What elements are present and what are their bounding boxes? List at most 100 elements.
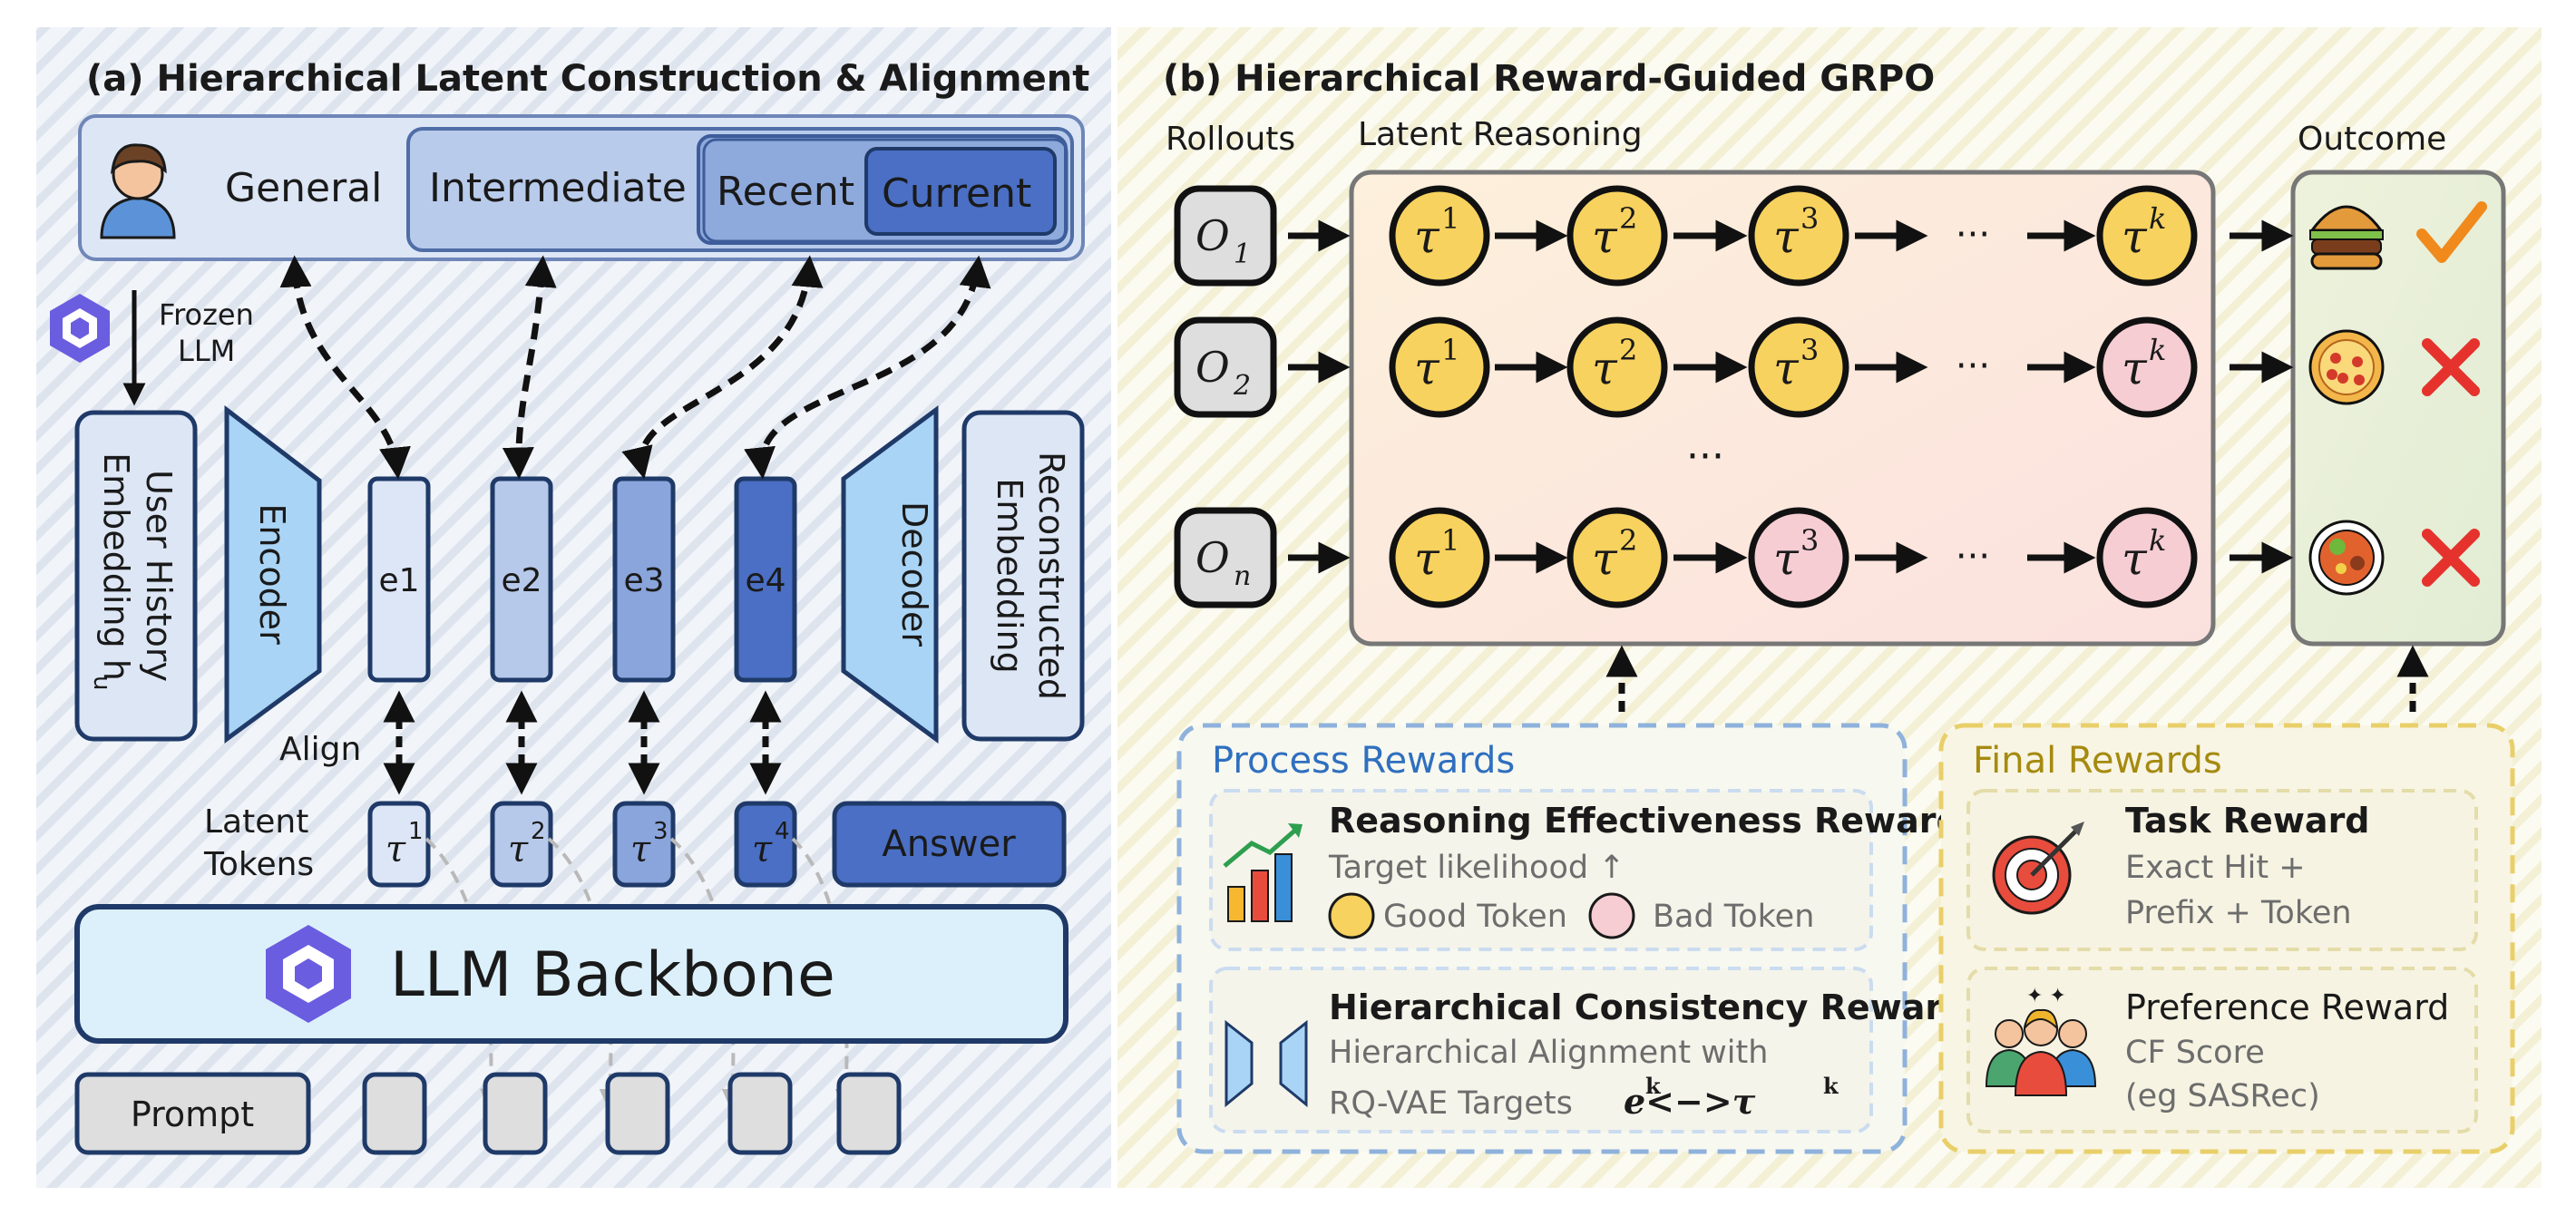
target-icon [1992,822,2084,915]
level-general: General [225,165,382,211]
reasoning-token-superscript: 1 [1441,201,1459,236]
reasoning-token-tau: τ [1592,532,1618,585]
answer-box: Answer [832,801,1067,888]
reasoning-token-tau: τ [2122,342,2148,394]
latent-tokens-label-1: Latent [204,803,308,841]
reasoning-token-good [1748,185,1849,287]
consistency-reward-title: Hierarchical Consistency Reward [1329,987,1966,1027]
reward-feedback-arrows [1605,645,2429,712]
latent-token-4 [734,801,797,888]
input-token-2 [483,1072,548,1155]
latent-tau-4: τ [752,829,773,870]
reasoning-token-good [1566,316,1668,418]
group-users-icon: ✦ ✦ [1985,985,2097,1096]
reasoning-token-superscript: k [2149,333,2166,367]
good-token-legend-label: Good Token [1383,899,1567,935]
frozen-llm-label-1: Frozen [159,297,254,332]
reasoning-token-superscript: 2 [1619,333,1637,367]
reasoning-token-superscript: 2 [1619,523,1637,558]
panel-b-title: (b) Hierarchical Reward-Guided GRPO [1163,58,1935,100]
frozen-llm-label-2: LLM [178,334,235,368]
llm-backbone: LLM Backbone [74,904,1068,1044]
rollouts-label: Rollouts [1166,121,1295,158]
salad-icon [2308,520,2385,596]
consistency-formula: e<−>τ [1624,1081,1756,1122]
latent-tau-sup-1: 1 [408,818,424,845]
prompt-box [74,1072,311,1155]
reasoning-token-tau: τ [2122,532,2148,585]
reasoning-token-tau: τ [1592,342,1618,394]
rollout-subscript: n [1234,560,1251,592]
final-rewards-panel: Final Rewards Task Reward Exact Hit + Pr… [1938,723,2515,1154]
user-history-line-2: Embedding h [96,452,136,681]
user-avatar-icon [100,143,176,239]
sparkle-icon: ✦ ✦ [2026,985,2066,1007]
user-history-line-1: User History [139,470,179,682]
burger-icon [2309,205,2384,270]
align-label: Align [279,731,361,768]
cross-icon [2422,529,2480,587]
reconstructed-line-1: Reconstructed [1031,452,1071,700]
autoregressive-arrows [424,837,857,1112]
rollout-symbol: O [1195,533,1230,582]
reasoning-ellipsis: ··· [1956,536,1990,578]
latent-tau-3: τ [630,829,651,870]
reasoning-token-good [1748,316,1849,418]
code-to-level-arrows [279,255,991,480]
check-icon [2416,201,2487,263]
reasoning-token-good [1389,507,1490,608]
preference-reward-line1: CF Score [2125,1035,2265,1071]
reasoning-token-superscript: 1 [1441,333,1459,367]
reasoning-token-tau: τ [1414,210,1440,263]
latent-tau-2: τ [508,829,529,870]
reasoning-token-good [1389,185,1490,287]
rollout-symbol: O [1195,343,1230,392]
level-intermediate: Intermediate [429,165,687,211]
user-history-embedding: User History Embedding h u [74,410,198,742]
rollout-box [1174,185,1277,287]
reasoning-token-bad [2096,316,2198,418]
latent-token-1 [367,801,431,888]
reconstructed-line-2: Embedding [990,478,1029,674]
encoder-decoder-icon [1225,1019,1308,1108]
effectiveness-reward-title: Reasoning Effectiveness Reward [1329,801,1961,841]
latent-tau-1: τ [385,829,406,870]
level-recent: Recent [717,169,854,215]
task-reward-line2: Prefix + Token [2125,895,2352,931]
task-reward-line1: Exact Hit + [2125,850,2306,886]
reasoning-token-tau: τ [2122,210,2148,263]
cross-icon [2422,338,2480,396]
panel-b: (b) Hierarchical Reward-Guided GRPO Roll… [1117,27,2542,1188]
effectiveness-reward-card [1209,789,1873,951]
user-hierarchy-box: General Intermediate Recent Current [78,114,1085,261]
latent-reasoning-label: Latent Reasoning [1358,116,1643,153]
consistency-reward-card [1209,967,1873,1133]
reasoning-token-bad [2096,507,2198,608]
qwen-logo-large-icon [266,925,351,1023]
latent-tau-sup-4: 4 [775,818,790,845]
reasoning-ellipsis: ··· [1956,345,1990,387]
reasoning-token-superscript: k [2149,523,2166,558]
code-e1-label: e1 [378,562,419,599]
input-token-3 [605,1072,670,1155]
rows-vertical-ellipsis: ··· [1686,433,1724,480]
consistency-reward-line1: Hierarchical Alignment with [1329,1035,1768,1071]
bar-chart-icon [1223,823,1303,922]
prompt-label: Prompt [131,1094,254,1134]
latent-tau-sup-3: 3 [653,818,668,845]
reasoning-token-superscript: 3 [1800,333,1819,367]
effectiveness-reward-line1: Target likelihood ↑ [1328,850,1625,886]
code-e3-label: e3 [623,562,664,599]
latent-tokens-label-2: Tokens [203,846,314,883]
reasoning-token-tau: τ [1414,532,1440,585]
reasoning-token-superscript: 1 [1441,523,1459,558]
rollout-box [1174,316,1277,418]
rollout-box [1174,507,1277,608]
consistency-formula-sup-tau: k [1823,1073,1839,1099]
good-token-legend-icon [1328,892,1375,939]
rollout-subscript: 1 [1234,238,1251,270]
